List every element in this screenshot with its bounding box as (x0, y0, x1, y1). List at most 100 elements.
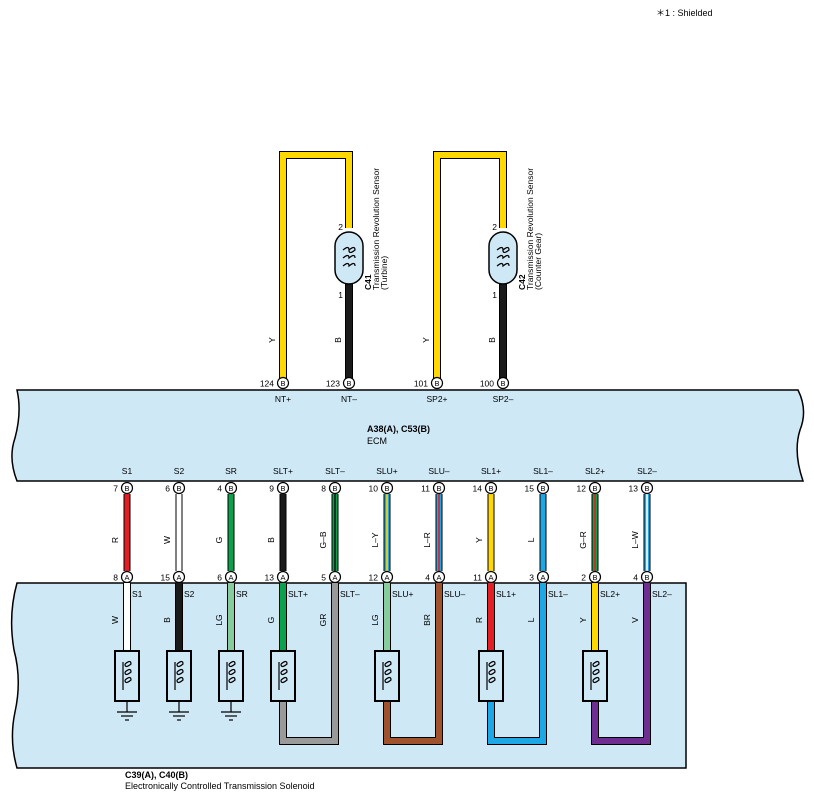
solenoid-pin-label: SL2– (652, 589, 672, 599)
wire-color-code: B (333, 337, 343, 343)
pin-number: 10 (369, 484, 379, 494)
pin-connector: B (346, 379, 351, 388)
solenoid-pin-label: SL1– (548, 589, 568, 599)
wire-color-code: B (266, 537, 276, 543)
coil-icon (124, 660, 132, 684)
solenoid-pin-label: SLU+ (392, 589, 414, 599)
coil-icon (228, 660, 236, 684)
coil-icon (176, 660, 184, 684)
pin-circle (484, 481, 498, 495)
pin-circle (224, 481, 238, 495)
ecm-pin-label: NT+ (275, 394, 291, 404)
solenoid-body (114, 650, 140, 702)
wire-color-code: W (110, 616, 120, 624)
pin-connector: B (644, 573, 649, 582)
ecm-box: A38(A), C53(B) ECM (11, 389, 805, 482)
pin-number: 11 (421, 484, 430, 494)
pin-connector: B (176, 484, 181, 493)
sol-wire (488, 583, 546, 744)
pin-connector: B (540, 484, 545, 493)
solenoid-pin-label: SLT– (340, 589, 360, 599)
wire-color-code: LG (370, 614, 380, 625)
ecm-pin-label: SR (225, 466, 237, 476)
pin-circle (342, 376, 356, 390)
pin-connector: A (384, 573, 389, 582)
sensor-code: C41 (363, 274, 373, 290)
pin-circle (484, 570, 498, 584)
ecm-pin-label: SL2+ (585, 466, 605, 476)
channels-layer: S1RB7A8S2WB6A15SRGB4A6SLT+BB9A13SLT–G–BB… (110, 466, 672, 745)
sol-wire (384, 583, 442, 744)
coil-icon (342, 246, 356, 268)
pin-connector: B (280, 484, 285, 493)
wire-color-code: R (474, 617, 484, 623)
solenoid-code: C39(A), C40(B) (125, 770, 188, 780)
sensor-pin-top: 2 (492, 222, 497, 232)
loop-wire (434, 152, 506, 383)
pin-connector: B (434, 379, 439, 388)
pin-circle (276, 376, 290, 390)
pin-circle (172, 570, 186, 584)
wire-color-code: W (162, 536, 172, 544)
pin-number: 6 (165, 484, 170, 494)
pin-connector: A (280, 573, 285, 582)
solenoid-pin-label: SLU– (444, 589, 466, 599)
wire-color-code: L–Y (370, 532, 380, 547)
pin-number: 12 (577, 484, 587, 494)
wire-color-code: Y (421, 337, 431, 343)
pin-connector: B (228, 484, 233, 493)
pin-number: 124 (260, 379, 274, 389)
pin-number: 9 (269, 484, 274, 494)
solenoid-body (218, 650, 244, 702)
wire-color-code: L (526, 617, 536, 622)
solenoid-body (582, 650, 608, 702)
pin-circle (120, 481, 134, 495)
pin-circle (536, 570, 550, 584)
pin-number: 12 (369, 573, 379, 583)
wire-color-code: GR (318, 614, 328, 627)
wire-color-code: G–R (578, 531, 588, 548)
pin-number: 13 (629, 484, 639, 494)
pin-connector: B (384, 484, 389, 493)
ecm-pin-label: S1 (122, 466, 133, 476)
ecm-outline (11, 389, 805, 482)
pin-circle (328, 570, 342, 584)
pin-connector: A (436, 573, 441, 582)
pin-circle (380, 570, 394, 584)
wire-color-code: G (214, 537, 224, 544)
pin-circle (172, 481, 186, 495)
sensor-sub: (Counter Gear) (533, 233, 543, 290)
solenoid-pin-label: SL1+ (496, 589, 516, 599)
pin-number: 2 (581, 573, 586, 583)
pin-circle (496, 376, 510, 390)
pin-number: 101 (414, 379, 428, 389)
sensor-name: Transmission Revolution Sensor (525, 168, 535, 290)
solenoid-pin-label: SR (236, 589, 248, 599)
ecm-pin-label: SLU+ (376, 466, 398, 476)
solenoid-body (166, 650, 192, 702)
ecm-pin-label: SP2– (493, 394, 514, 404)
pin-connector: A (332, 573, 337, 582)
wire-color-code: V (630, 617, 640, 623)
ecm-pin-label: SLT– (325, 466, 345, 476)
wire-color-code: L (526, 537, 536, 542)
pin-number: 4 (633, 573, 638, 583)
solenoid-body (374, 650, 400, 702)
pin-number: 15 (161, 573, 171, 583)
wire-color-code: B (487, 337, 497, 343)
pin-number: 7 (113, 484, 118, 494)
coil-icon (488, 660, 496, 684)
pin-number: 11 (473, 573, 482, 583)
pin-number: 4 (425, 573, 430, 583)
pin-number: 3 (529, 573, 534, 583)
wire-color-code: L–R (422, 532, 432, 548)
wire-color-code: R (110, 537, 120, 543)
pin-circle (328, 481, 342, 495)
